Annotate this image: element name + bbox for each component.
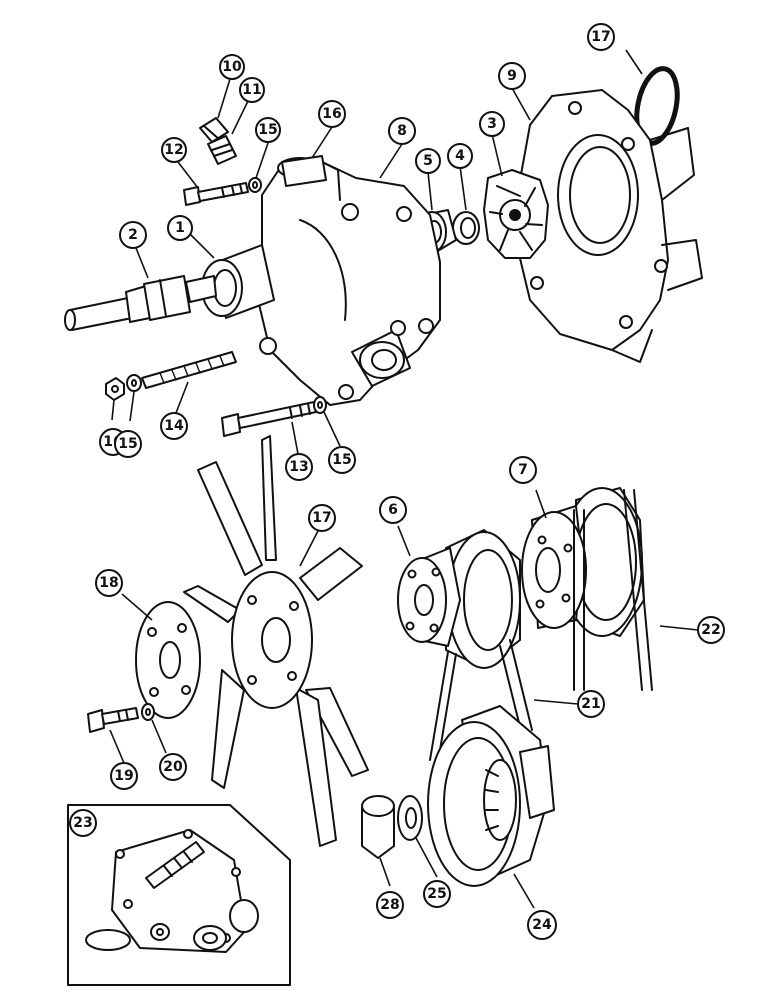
callout-14: 14 (160, 412, 188, 440)
svg-text:17: 17 (591, 29, 610, 45)
callout-20: 18 (95, 569, 123, 597)
part-21-bolt (87, 707, 139, 733)
repair-kit-box (67, 804, 291, 986)
svg-text:25: 25 (427, 886, 446, 902)
svg-text:2: 2 (128, 227, 138, 243)
svg-text:28: 28 (380, 897, 399, 913)
part-16-nut (105, 377, 125, 401)
part-18-boss (281, 155, 327, 187)
part-19-fan (183, 435, 369, 847)
part-10-plug (199, 117, 229, 143)
part-3-impeller (483, 169, 549, 259)
svg-text:1: 1 (175, 220, 185, 236)
callout-21: 19 (110, 762, 138, 790)
part-22-washer (141, 703, 155, 721)
svg-text:14: 14 (164, 418, 184, 434)
callout-7: 7 (509, 456, 537, 484)
part-14-stud (141, 351, 237, 389)
part-15-washer-top (248, 177, 262, 193)
callout-19: 17 (308, 504, 336, 532)
svg-text:22: 22 (701, 622, 720, 638)
part-26-crank-pulley (427, 705, 555, 887)
callout-9: 9 (498, 62, 526, 90)
svg-text:23: 23 (73, 815, 92, 831)
callout-2: 2 (119, 221, 147, 249)
svg-text:3: 3 (487, 116, 497, 132)
part-24-belt (573, 489, 653, 691)
callout-27: 25 (423, 880, 451, 908)
callout-10: 10 (219, 54, 245, 80)
part-6-pulley (397, 529, 521, 669)
svg-text:19: 19 (114, 768, 133, 784)
svg-text:9: 9 (507, 68, 517, 84)
callout-24: 22 (697, 616, 725, 644)
svg-text:17: 17 (312, 510, 331, 526)
part-23-belt (429, 639, 533, 763)
part-15-washer-left (126, 374, 142, 392)
part-1-pump-body (201, 157, 441, 406)
part-9-housing-plate (517, 89, 703, 363)
callout-22: 20 (159, 753, 187, 781)
part-2-shaft-bearing (64, 275, 217, 331)
svg-text:10: 10 (222, 59, 242, 75)
svg-text:15: 15 (118, 436, 137, 452)
part-28-spacer (361, 795, 395, 859)
svg-text:7: 7 (518, 462, 528, 478)
callout-3: 3 (479, 111, 505, 137)
callout-17: 17 (587, 23, 615, 51)
part-4-seal (452, 211, 480, 245)
svg-text:21: 21 (581, 696, 600, 712)
callout-11: 11 (239, 77, 265, 103)
callout-28: 28 (376, 891, 404, 919)
callout-15-left: 15 (114, 430, 142, 458)
svg-text:12: 12 (164, 142, 183, 158)
svg-text:15: 15 (258, 122, 277, 138)
svg-text:11: 11 (242, 82, 261, 98)
callout-4: 4 (447, 143, 473, 169)
part-11-washer (207, 135, 237, 165)
part-27-washer (397, 795, 423, 841)
callout-5: 5 (415, 148, 441, 174)
callout-26: 24 (527, 910, 557, 940)
svg-text:16: 16 (322, 106, 341, 122)
part-13-bolt (221, 401, 317, 437)
callout-12: 12 (161, 137, 187, 163)
callout-6: 6 (379, 496, 407, 524)
callout-15-right: 15 (328, 446, 356, 474)
part-15-washer-right (313, 396, 327, 414)
part-20-spacer-plate (135, 601, 201, 719)
svg-text:5: 5 (423, 153, 433, 169)
callout-23: 21 (577, 690, 605, 718)
callout-1: 1 (167, 215, 193, 241)
svg-text:20: 20 (163, 759, 183, 775)
svg-text:13: 13 (289, 459, 308, 475)
callout-18: 16 (318, 100, 346, 128)
callout-15-top: 15 (255, 117, 281, 143)
part-12-bolt (183, 182, 249, 206)
callout-13: 13 (285, 453, 313, 481)
callout-25: 23 (69, 809, 97, 837)
svg-text:18: 18 (99, 575, 118, 591)
svg-text:6: 6 (388, 502, 398, 518)
svg-text:15: 15 (332, 452, 351, 468)
svg-text:4: 4 (455, 148, 465, 164)
callout-8: 8 (388, 117, 416, 145)
svg-text:8: 8 (397, 123, 407, 139)
svg-text:24: 24 (532, 917, 552, 933)
